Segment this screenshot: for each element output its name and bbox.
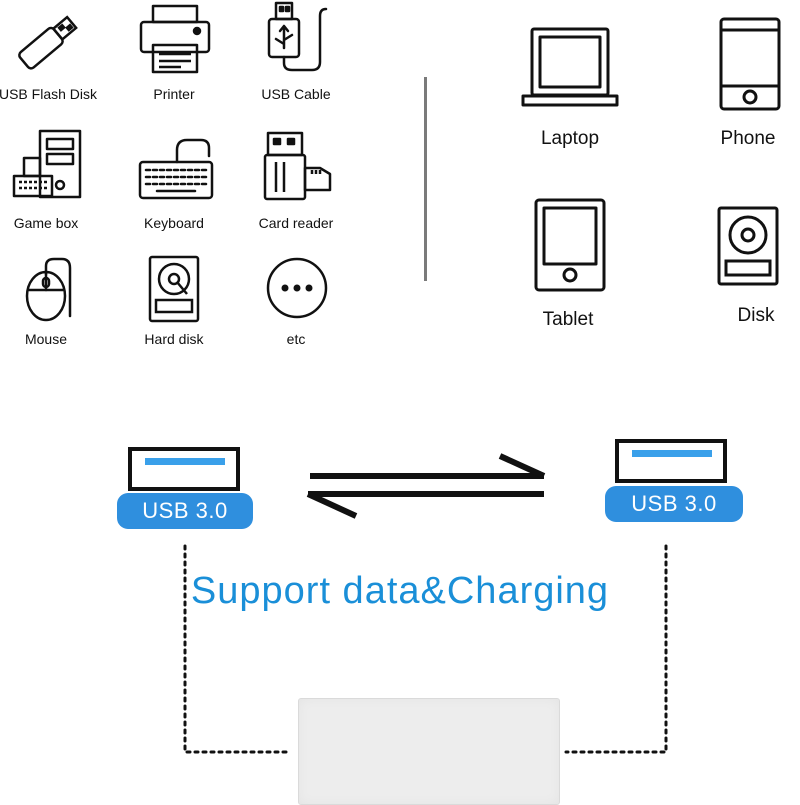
card-reader-icon <box>262 130 336 202</box>
usb-port-left-icon <box>127 446 241 492</box>
label-phone: Phone <box>720 128 776 149</box>
label-etc: etc <box>286 331 306 347</box>
keyboard-icon <box>137 130 217 204</box>
label-hard-disk: Hard disk <box>144 331 204 347</box>
label-printer: Printer <box>153 86 195 102</box>
game-box-icon <box>10 128 86 204</box>
label-keyboard: Keyboard <box>144 215 204 231</box>
label-mouse: Mouse <box>24 331 68 347</box>
label-tablet: Tablet <box>542 309 594 330</box>
hub-device <box>298 698 560 805</box>
tablet-icon <box>533 197 607 293</box>
laptop-icon <box>520 26 620 110</box>
label-card-reader: Card reader <box>258 215 334 231</box>
more-dots-icon <box>265 256 329 320</box>
headline: Support data&Charging <box>190 570 610 612</box>
label-game-box: Game box <box>13 215 79 231</box>
disk-icon <box>716 205 780 287</box>
label-laptop: Laptop <box>540 128 600 149</box>
section-divider <box>424 77 427 281</box>
label-usb-cable: USB Cable <box>261 86 331 102</box>
printer-icon <box>137 3 213 75</box>
usb-badge-right: USB 3.0 <box>605 486 743 522</box>
usb-port-right-icon <box>614 438 728 484</box>
mouse-icon <box>22 256 78 324</box>
usb-cable-icon <box>262 0 334 76</box>
bidirectional-arrow-icon <box>300 448 552 522</box>
phone-icon <box>718 16 782 112</box>
usb-flash-disk-icon <box>10 6 86 76</box>
label-disk: Disk <box>737 305 775 326</box>
hard-disk-icon <box>147 254 201 324</box>
usb-badge-left: USB 3.0 <box>117 493 253 529</box>
label-usb-flash-disk: USB Flash Disk <box>0 86 98 102</box>
